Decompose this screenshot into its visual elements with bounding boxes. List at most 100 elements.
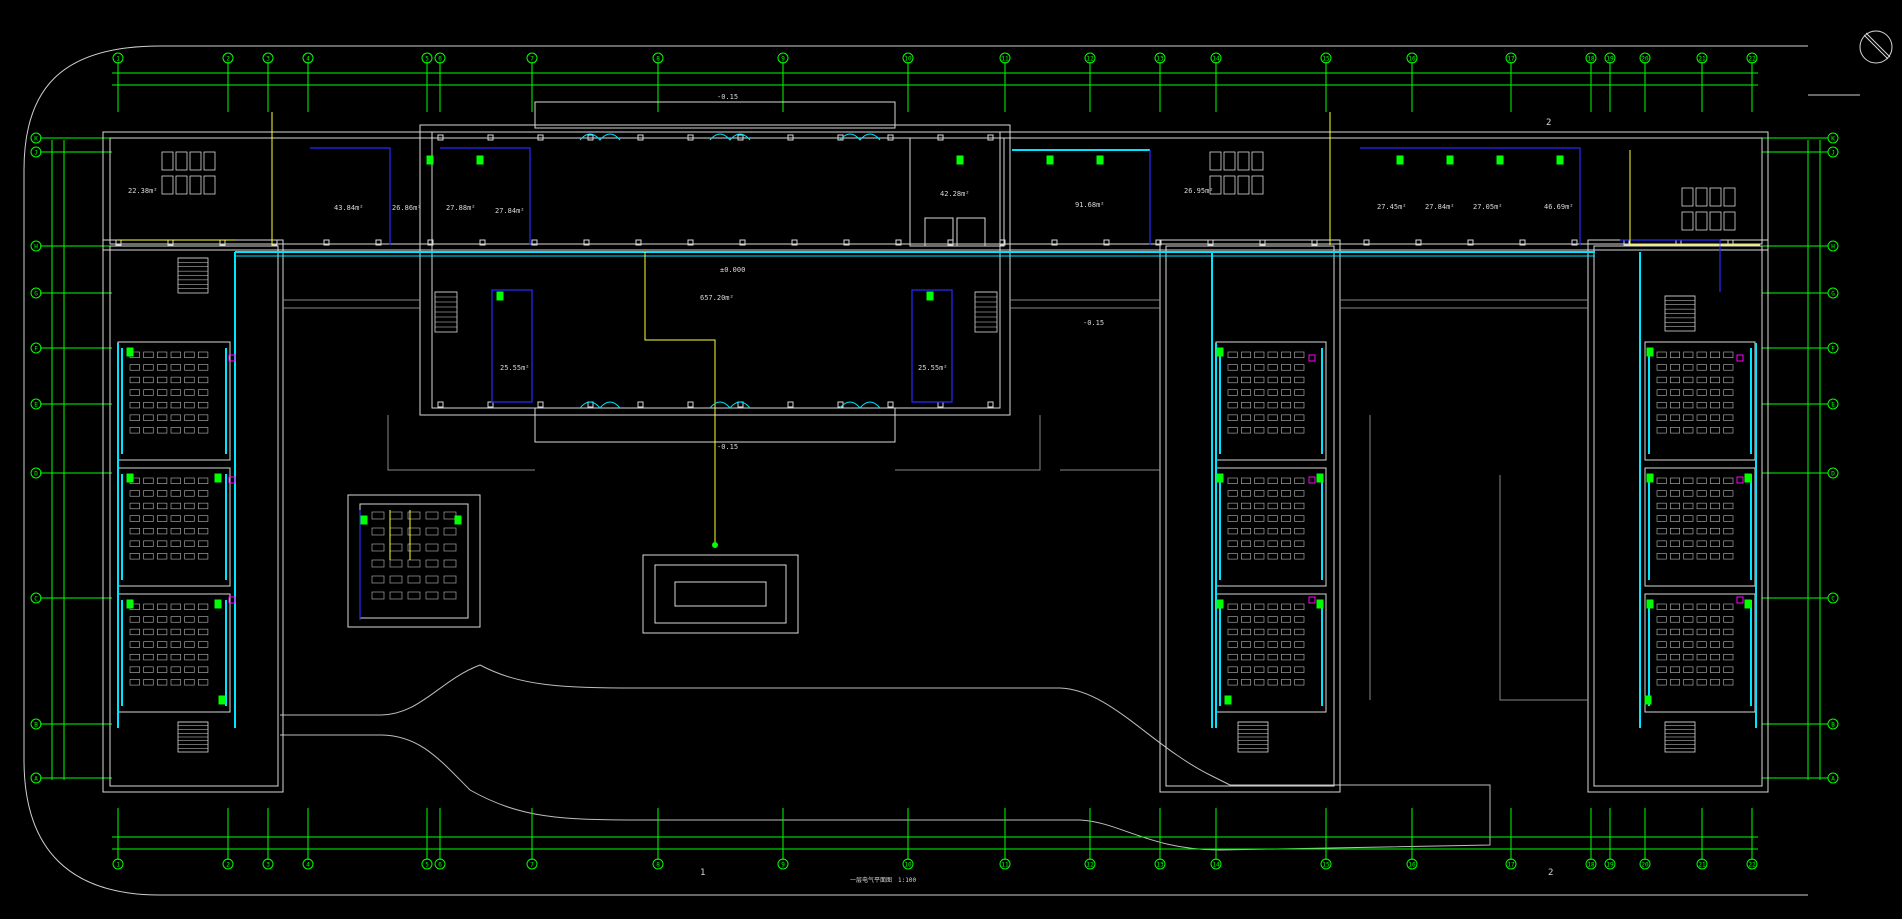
room-e-area-label: 91.68m² [1075, 201, 1105, 209]
grid-bubble-right-G [1827, 287, 1839, 299]
desk [1670, 616, 1680, 623]
device-icon [1744, 599, 1752, 609]
room-b-area-label: 26.86m² [392, 204, 422, 212]
column [1363, 239, 1370, 246]
desk [1267, 616, 1278, 623]
grid-bubble-bottom-15 [1320, 858, 1332, 870]
desk [143, 653, 154, 661]
desk [1281, 389, 1291, 396]
desk [170, 666, 181, 673]
desk [1670, 641, 1680, 648]
panel-icon [1736, 354, 1744, 362]
desk [157, 653, 168, 661]
grid-bubble-top-15 [1320, 52, 1332, 64]
grid-bubble-top-17 [1505, 52, 1517, 64]
toilet-stall [1695, 187, 1708, 207]
desk [1281, 527, 1291, 535]
desk [1294, 653, 1305, 661]
grid-label-bottom-14: 14 [1212, 862, 1220, 869]
desk [1656, 515, 1667, 522]
desk [407, 559, 421, 568]
desk [1683, 553, 1694, 560]
desk [1267, 477, 1278, 484]
desk [1656, 351, 1667, 358]
grid-label-top-18: 18 [1587, 56, 1595, 63]
toilet-stall [1681, 211, 1694, 231]
desk [1683, 427, 1694, 434]
desk [1227, 628, 1238, 636]
device-icon [214, 599, 222, 609]
desk [1227, 389, 1238, 396]
classroom [1644, 341, 1756, 461]
desk [143, 427, 154, 434]
desk [1241, 364, 1251, 371]
desk [1254, 679, 1265, 686]
grid-label-bottom-16: 16 [1408, 862, 1416, 869]
desk [143, 414, 154, 421]
column [687, 134, 694, 141]
desk [1670, 389, 1680, 396]
grid-label-left-K: K [34, 136, 38, 143]
desk [1696, 490, 1707, 497]
desk [1670, 679, 1680, 686]
desk [443, 575, 457, 584]
desk [1294, 502, 1305, 510]
grid-label-right-F: F [1831, 346, 1835, 353]
desk [1254, 364, 1265, 371]
desk [143, 502, 154, 510]
desk [157, 477, 168, 484]
desk [1254, 653, 1265, 661]
desk [371, 575, 385, 584]
desk [1241, 376, 1251, 384]
desk [1227, 641, 1238, 648]
desk [1254, 351, 1265, 358]
desk [198, 515, 209, 522]
toilet-stall [1709, 211, 1722, 231]
device-icon [1646, 347, 1654, 357]
desk [1723, 490, 1734, 497]
desk [1710, 376, 1720, 384]
desk [1241, 616, 1251, 623]
pavilion-inner [359, 503, 469, 619]
column [787, 134, 794, 141]
desk [1267, 641, 1278, 648]
desk [198, 666, 209, 673]
column [1155, 239, 1162, 246]
desk [129, 553, 140, 560]
device-icon [956, 155, 964, 165]
desk [443, 511, 457, 520]
device-icon [1646, 473, 1654, 483]
desk [1281, 515, 1291, 522]
desk [1683, 364, 1694, 371]
desk [1227, 401, 1238, 409]
desk [198, 389, 209, 396]
court-step-right [1340, 299, 1588, 309]
column [637, 134, 644, 141]
desk [1670, 553, 1680, 560]
desk [1723, 616, 1734, 623]
desk [184, 527, 195, 535]
desk [157, 389, 168, 396]
room-d-area-label: 27.84m² [495, 207, 525, 215]
column [895, 239, 902, 246]
desk [170, 603, 181, 610]
panel-icon [228, 354, 236, 362]
grid-bubble-bottom-7 [526, 858, 538, 870]
device-icon [1646, 599, 1654, 609]
column [479, 239, 486, 246]
desk [1670, 401, 1680, 409]
desk [1294, 414, 1305, 421]
toilet-stall [1223, 151, 1236, 171]
desk [1723, 679, 1734, 686]
column [487, 134, 494, 141]
grid-label-bottom-12: 12 [1086, 862, 1094, 869]
grid-bubble-top-14 [1210, 52, 1222, 64]
desk [129, 389, 140, 396]
desk [198, 527, 209, 535]
desk [143, 553, 154, 560]
desk [1267, 364, 1278, 371]
desk [129, 414, 140, 421]
desk [170, 351, 181, 358]
grid-label-right-J: J [1831, 150, 1835, 157]
desk [170, 641, 181, 648]
